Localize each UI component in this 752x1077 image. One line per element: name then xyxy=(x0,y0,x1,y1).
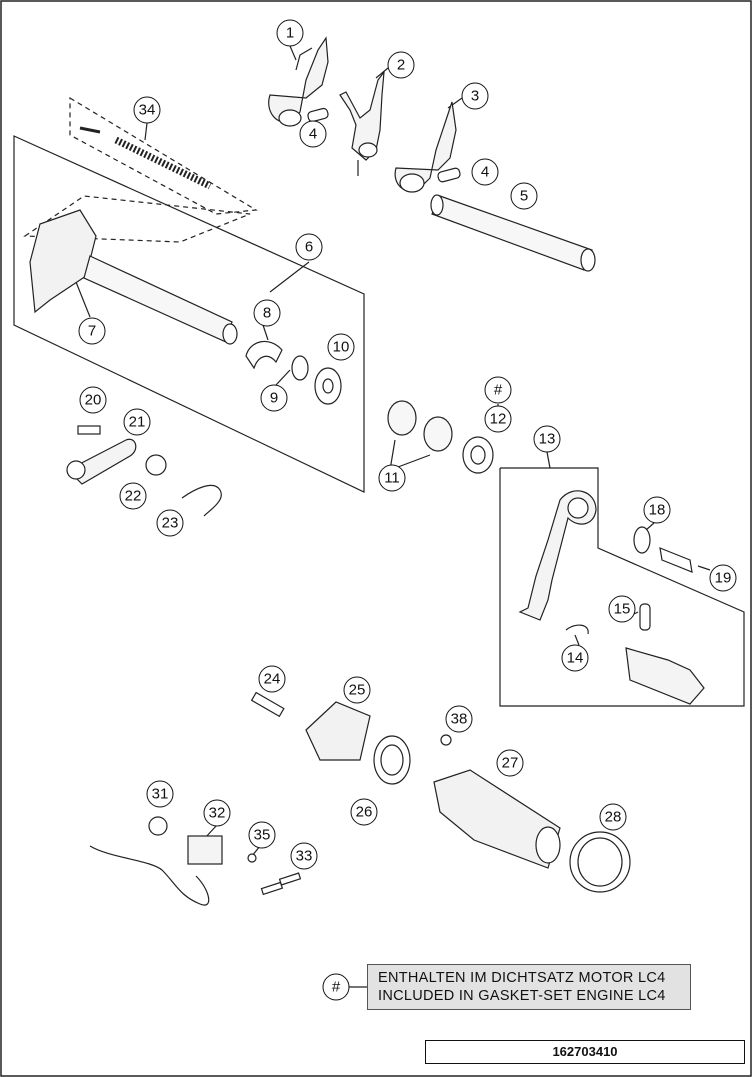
callout-38[interactable]: 38 xyxy=(445,705,473,733)
shift-shaft-6 xyxy=(29,209,238,345)
callout-28[interactable]: 28 xyxy=(599,803,627,831)
shift-shaft-group-outline xyxy=(13,135,365,493)
callout-26[interactable]: 26 xyxy=(350,798,378,826)
shift-rail-5 xyxy=(430,194,596,272)
detent-spring-34 xyxy=(79,126,212,190)
callout-25[interactable]: 25 xyxy=(343,676,371,704)
needle-bearing-11a xyxy=(387,400,417,436)
legend-box: ENTHALTEN IM DICHTSATZ MOTOR LC4 INCLUDE… xyxy=(367,964,691,1010)
callout-11[interactable]: 11 xyxy=(378,464,406,492)
callout-21[interactable]: 21 xyxy=(123,408,151,436)
document-number: 162703410 xyxy=(425,1040,745,1064)
callout-13[interactable]: 13 xyxy=(533,425,561,453)
o-ring-31 xyxy=(148,816,168,836)
callout-22[interactable]: 22 xyxy=(119,482,147,510)
spring-clip-8 xyxy=(245,340,283,370)
callout-32[interactable]: 32 xyxy=(203,799,231,827)
spring-23 xyxy=(181,484,222,517)
washer-18 xyxy=(633,526,651,554)
washer-35 xyxy=(247,853,257,863)
lever-group-outline xyxy=(499,467,745,707)
roller-22 xyxy=(145,454,167,476)
callout-10[interactable]: 10 xyxy=(327,333,355,361)
bolt-24 xyxy=(250,691,285,718)
callout-19[interactable]: 19 xyxy=(709,564,737,592)
pin-4a xyxy=(307,107,329,123)
callout-8[interactable]: 8 xyxy=(253,299,281,327)
callout-31[interactable]: 31 xyxy=(146,780,174,808)
legend-symbol: # xyxy=(322,973,350,1001)
callout-hash[interactable]: # xyxy=(484,376,512,404)
screw-33 xyxy=(260,881,284,896)
screw-38 xyxy=(440,734,452,746)
callout-33[interactable]: 33 xyxy=(290,842,318,870)
callout-35[interactable]: 35 xyxy=(248,821,276,849)
callout-20[interactable]: 20 xyxy=(79,386,107,414)
callout-9[interactable]: 9 xyxy=(260,384,288,412)
joint-head xyxy=(625,647,705,705)
shift-fork-3 xyxy=(394,101,457,193)
callout-24[interactable]: 24 xyxy=(258,665,286,693)
bolt-19 xyxy=(659,547,693,573)
callout-34[interactable]: 34 xyxy=(133,96,161,124)
circlip-9 xyxy=(291,355,309,381)
shift-fork-1 xyxy=(268,36,329,127)
pin-15 xyxy=(639,603,651,631)
callout-2[interactable]: 2 xyxy=(387,51,415,79)
shift-drum-27 xyxy=(433,769,561,869)
callout-15[interactable]: 15 xyxy=(608,595,636,623)
callout-5[interactable]: 5 xyxy=(510,182,538,210)
callout-18[interactable]: 18 xyxy=(643,496,671,524)
shift-lever-13 xyxy=(518,490,597,621)
callout-14[interactable]: 14 xyxy=(561,644,589,672)
callout-4-second[interactable]: 4 xyxy=(471,158,499,186)
needle-bearing-11b xyxy=(423,416,453,452)
callout-27[interactable]: 27 xyxy=(496,749,524,777)
bolt-20 xyxy=(77,425,101,435)
callout-6[interactable]: 6 xyxy=(295,233,323,261)
callout-23[interactable]: 23 xyxy=(156,509,184,537)
sensor-cable-32 xyxy=(89,845,210,906)
legend-line-german: ENTHALTEN IM DICHTSATZ MOTOR LC4 xyxy=(378,970,666,986)
legend-line-english: INCLUDED IN GASKET-SET ENGINE LC4 xyxy=(378,988,666,1004)
callout-4[interactable]: 4 xyxy=(299,120,327,148)
spring-14 xyxy=(565,624,589,635)
shift-fork-2 xyxy=(339,69,385,176)
shift-drum-cam-25 xyxy=(305,701,371,761)
pin-4b xyxy=(437,167,461,183)
callout-7[interactable]: 7 xyxy=(78,317,106,345)
spring-group-outline xyxy=(69,96,258,215)
callout-1[interactable]: 1 xyxy=(276,19,304,47)
callout-12[interactable]: 12 xyxy=(484,405,512,433)
callout-3[interactable]: 3 xyxy=(461,82,489,110)
